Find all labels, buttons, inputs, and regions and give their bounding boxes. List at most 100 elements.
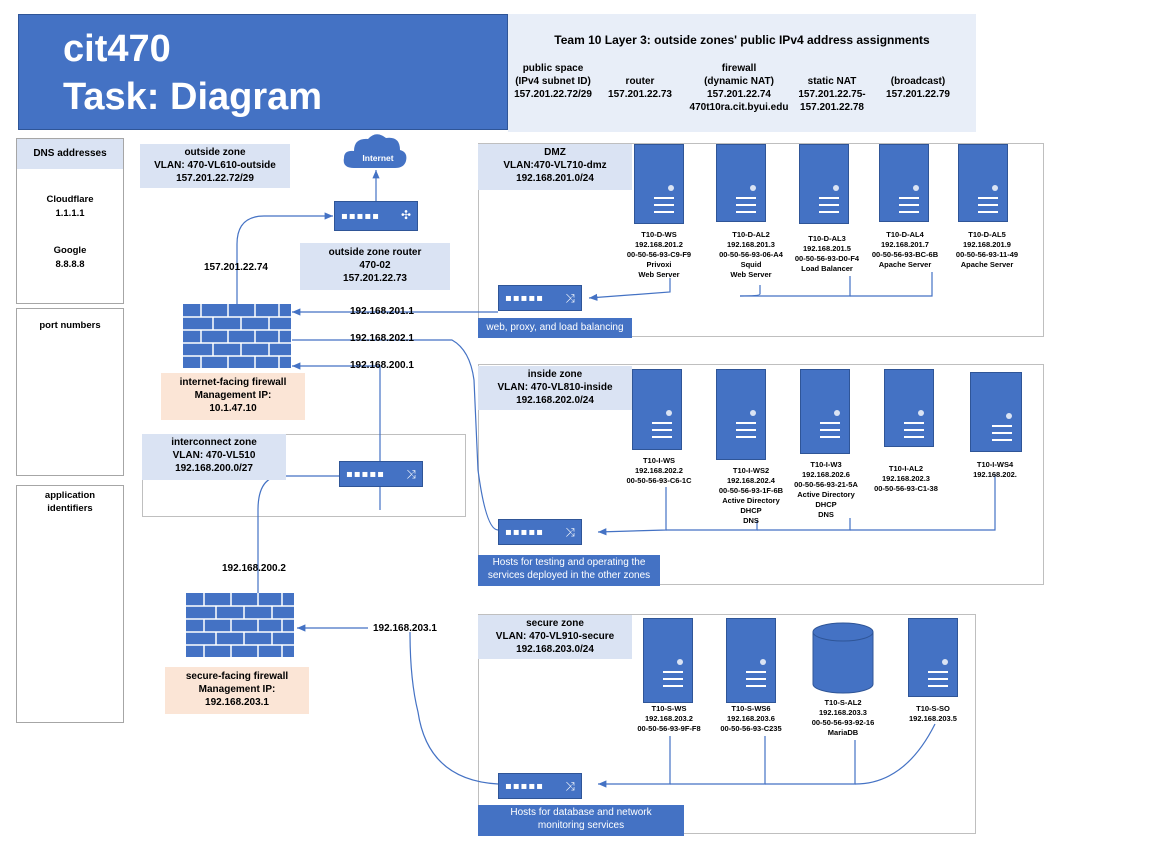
- zone-vlan: VLAN:470-VL710-dmz: [503, 160, 607, 171]
- firewall-mgmt-label: Management IP:: [198, 684, 276, 695]
- dmz-zone-label: DMZ VLAN:470-VL710-dmz 192.168.201.0/24: [478, 144, 632, 190]
- server-label-line: Active Directory: [722, 496, 780, 505]
- zone-name: interconnect zone: [171, 437, 257, 448]
- firewall-name: secure-facing firewall: [185, 671, 289, 682]
- database-icon: [812, 622, 874, 694]
- server-label-line: 192.168.202.: [973, 470, 1017, 479]
- server-label-line: DHCP: [815, 500, 837, 509]
- firewall-name: internet-facing firewall: [179, 377, 287, 388]
- header-col-public-space: public space (IPv4 subnet ID) 157.201.22…: [508, 62, 598, 101]
- server-label-line: 00-50-56-93-1F-6B: [718, 486, 784, 495]
- task-title: Task: Diagram: [63, 76, 323, 118]
- app-identifiers-title-2: identifiers: [47, 503, 93, 514]
- dmz-server-icon: [958, 144, 1008, 222]
- outside-zone-label: outside zone VLAN: 470-VL610-outside 157…: [140, 144, 290, 188]
- server-label-line: 192.168.203.5: [909, 714, 957, 723]
- server-label-line: 192.168.202.2: [635, 466, 683, 475]
- secure-zone-label: secure zone VLAN: 470-VL910-secure 192.1…: [478, 615, 632, 659]
- server-label-line: 192.168.201.2: [635, 240, 683, 249]
- secure-server-icon: [643, 618, 693, 703]
- internet-cloud-icon: [343, 134, 407, 168]
- server-label-line: 00-50-56-93-C235: [720, 724, 782, 733]
- dmz-server-icon: [634, 144, 684, 224]
- header-col-firewall: firewall (dynamic NAT) 157.201.22.74 470…: [676, 62, 802, 114]
- secure-server-icon: [726, 618, 776, 703]
- header-text: 157.201.22.78: [800, 102, 864, 113]
- dns-title: DNS addresses: [17, 139, 123, 169]
- interconnect-switch-icon: ▪▪▪▪▪⤨: [339, 461, 423, 487]
- zone-name: secure zone: [526, 618, 584, 629]
- server-label-line: T10-S-SO: [916, 704, 950, 713]
- server-label-line: 192.168.201.3: [727, 240, 775, 249]
- address-header: Team 10 Layer 3: outside zones' public I…: [508, 14, 976, 132]
- server-label-line: 192.168.203.6: [727, 714, 775, 723]
- server-label-line: 00-50-56-93-21-5A: [794, 480, 858, 489]
- secure-switch-icon: ▪▪▪▪▪⤨: [498, 773, 582, 799]
- server-label-line: 00-50-56-93-92-16: [811, 718, 875, 727]
- internet-firewall-icon: [183, 304, 291, 368]
- server-label-line: T10-S-WS: [651, 704, 687, 713]
- server-label-line: 192.168.203.2: [645, 714, 693, 723]
- header-text: 157.201.22.75-: [798, 89, 866, 100]
- server-label-line: Squid: [740, 260, 762, 269]
- inside-server-icon: [970, 372, 1022, 452]
- header-text: 157.201.22.79: [886, 89, 950, 100]
- server-label-line: T10-I-WS2: [732, 466, 770, 475]
- secure-firewall-icon: [186, 593, 294, 657]
- title-box: cit470 Task: Diagram: [18, 14, 508, 130]
- server-label-line: T10-D-WS: [641, 230, 677, 239]
- header-title: Team 10 Layer 3: outside zones' public I…: [554, 33, 930, 47]
- firewall-mgmt-ip: 192.168.203.1: [205, 697, 269, 708]
- server-label-line: T10-D-AL4: [886, 230, 924, 239]
- secure-firewall-outer-ip: 192.168.200.2: [222, 563, 286, 574]
- server-label-line: T10-I-AL2: [888, 464, 924, 473]
- server-label-line: 00-50-56-93-11-49: [955, 250, 1019, 259]
- server-label-line: T10-D-AL2: [732, 230, 770, 239]
- secure-server-icon: [908, 618, 958, 697]
- server-label-line: 192.168.203.3: [819, 708, 867, 717]
- dmz-server-icon: [879, 144, 929, 222]
- caption-line: Hosts for database and network: [510, 807, 652, 818]
- header-text: (dynamic NAT): [704, 76, 774, 87]
- router-name: outside zone router: [328, 247, 422, 258]
- server-label-line: T10-S-AL2: [824, 698, 862, 707]
- header-text: router: [625, 76, 655, 87]
- inside-caption: Hosts for testing and operating the serv…: [478, 555, 660, 586]
- server-label-line: 192.168.202.6: [802, 470, 850, 479]
- server-label-line: Apache Server: [960, 260, 1014, 269]
- caption-line: monitoring services: [537, 820, 625, 831]
- server-label-line: 192.168.201.5: [803, 244, 851, 253]
- caption-line: Hosts for testing and operating the: [492, 557, 646, 568]
- header-text: (IPv4 subnet ID): [515, 76, 591, 87]
- header-text: 157.201.22.74: [707, 89, 771, 100]
- server-label-line: Web Server: [638, 270, 680, 279]
- zone-vlan: VLAN: 470-VL610-outside: [154, 160, 276, 171]
- header-text: static NAT: [807, 76, 857, 87]
- zone-vlan: VLAN: 470-VL810-inside: [497, 382, 613, 393]
- server-label-line: 00-50-56-93-D0-F4: [794, 254, 860, 263]
- server-label-line: 00-50-56-93-9F-F8: [637, 724, 701, 733]
- firewall-dmz-ip: 192.168.201.1: [350, 306, 414, 317]
- zone-name: inside zone: [527, 369, 583, 380]
- firewall-public-ip: 157.201.22.74: [204, 262, 268, 273]
- header-text: 157.201.22.73: [608, 89, 672, 100]
- header-text: 470t10ra.cit.byui.edu: [689, 102, 789, 113]
- outside-router-label: outside zone router 470-02 157.201.22.73: [300, 243, 450, 290]
- server-label-line: T10-I-W3: [810, 460, 842, 469]
- zone-subnet: 157.201.22.72/29: [176, 173, 254, 184]
- server-label-line: DHCP: [740, 506, 762, 515]
- server-label-line: 00-50-56-93-C1-38: [874, 484, 938, 493]
- inside-server-icon: [800, 369, 850, 454]
- server-label-line: Apache Server: [878, 260, 932, 269]
- server-label-line: Load Balancer: [801, 264, 853, 273]
